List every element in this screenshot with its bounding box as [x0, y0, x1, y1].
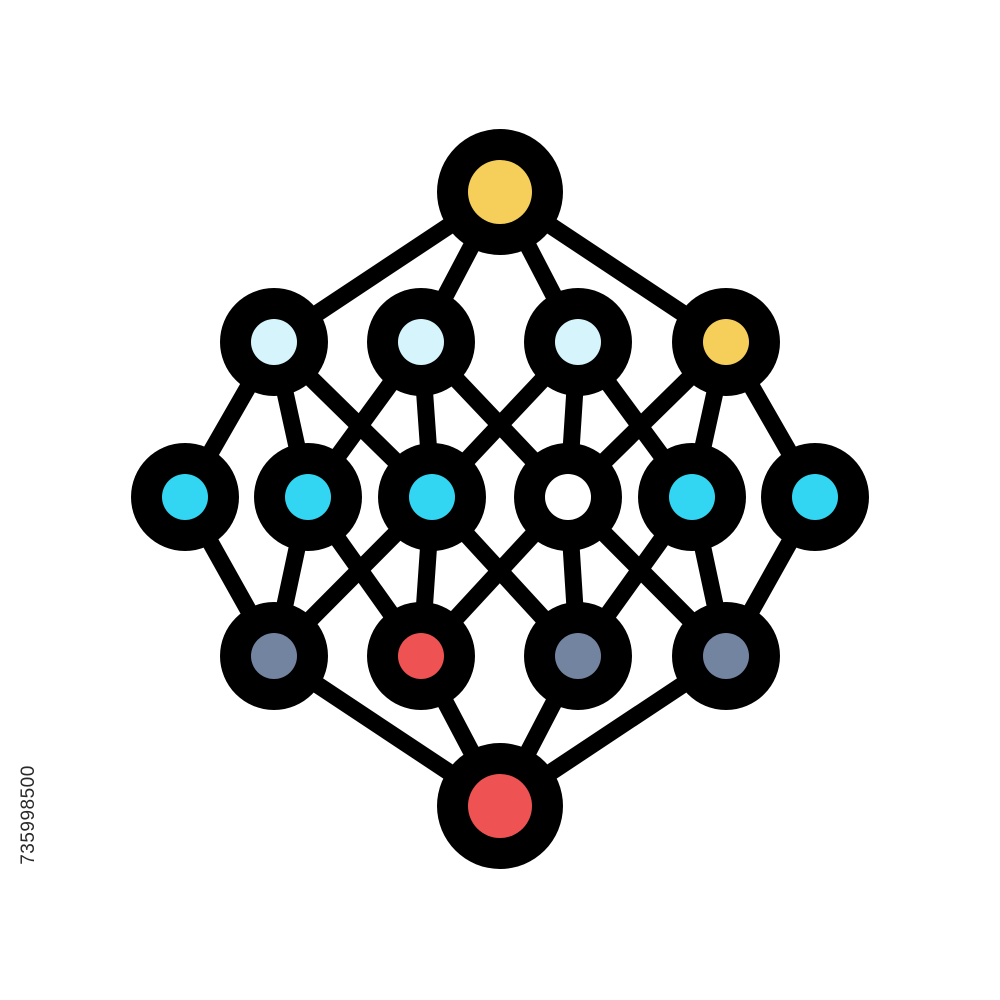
- node-fill-yellow: [468, 160, 532, 224]
- node-fill-light-blue: [398, 319, 444, 365]
- stock-id-text: 735998500: [18, 765, 40, 865]
- lower-node-3: [524, 602, 632, 710]
- upper-node-2: [367, 288, 475, 396]
- lower-node-1: [220, 602, 328, 710]
- node-fill-light-blue: [555, 319, 601, 365]
- middle-node-1: [131, 443, 239, 551]
- network-nodes: [131, 129, 869, 869]
- bottom-node-1: [437, 743, 563, 869]
- middle-node-3: [378, 443, 486, 551]
- upper-node-3: [524, 288, 632, 396]
- node-fill-red: [398, 633, 444, 679]
- middle-node-4: [514, 443, 622, 551]
- stock-id-watermark: 735998500: [14, 760, 44, 870]
- lower-node-2: [367, 602, 475, 710]
- node-fill-red: [468, 774, 532, 838]
- node-fill-cyan: [669, 474, 715, 520]
- node-fill-cyan: [285, 474, 331, 520]
- node-fill-slate: [555, 633, 601, 679]
- middle-node-5: [638, 443, 746, 551]
- node-fill-light-blue: [251, 319, 297, 365]
- node-fill-cyan: [792, 474, 838, 520]
- node-fill-yellow: [703, 319, 749, 365]
- lower-node-4: [672, 602, 780, 710]
- middle-node-2: [254, 443, 362, 551]
- upper-node-1: [220, 288, 328, 396]
- node-fill-cyan: [409, 474, 455, 520]
- middle-node-6: [761, 443, 869, 551]
- upper-node-4: [672, 288, 780, 396]
- node-fill-white: [545, 474, 591, 520]
- node-fill-slate: [251, 633, 297, 679]
- node-fill-slate: [703, 633, 749, 679]
- top-node-1: [437, 129, 563, 255]
- node-fill-cyan: [162, 474, 208, 520]
